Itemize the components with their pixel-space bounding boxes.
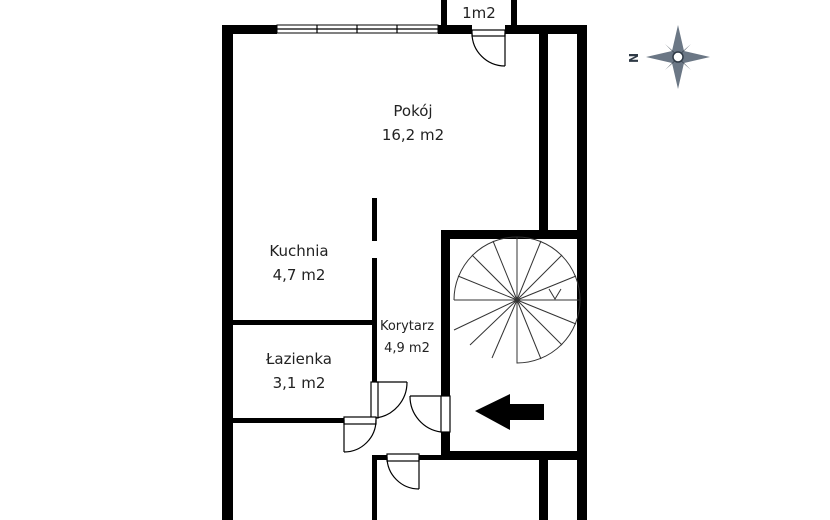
bathroom-right-wall xyxy=(372,320,377,382)
wall-north-left xyxy=(222,25,277,34)
wall-inner-east-lower xyxy=(539,460,548,520)
kitchen-partition-upper xyxy=(372,198,377,241)
door-bathroom xyxy=(370,381,408,419)
room-name-pokoj: Pokój xyxy=(393,102,432,120)
bathroom-top-wall xyxy=(222,320,377,325)
spiral-staircase xyxy=(453,236,581,364)
stairwell-walls xyxy=(441,230,587,460)
north-window xyxy=(276,24,439,34)
compass-rose-icon xyxy=(646,25,710,89)
arrow-left-icon xyxy=(475,394,544,430)
compass-north-label: N xyxy=(627,53,641,63)
exterior-walls xyxy=(222,25,587,520)
door-lower xyxy=(386,453,420,490)
wall-east-lower xyxy=(577,452,587,520)
hall-lower-wall xyxy=(372,455,377,520)
hall-bottom-wall-2 xyxy=(419,455,444,460)
wall-north-right xyxy=(438,25,472,34)
wall-west xyxy=(222,25,233,520)
hall-bottom-wall xyxy=(372,455,387,460)
wall-inner-east xyxy=(539,25,548,238)
door-stairwell xyxy=(409,395,451,433)
balcony-area: 1m2 xyxy=(462,4,496,22)
room-name-kuchnia: Kuchnia xyxy=(269,242,328,260)
room-area-pokoj: 16,2 m2 xyxy=(382,126,444,144)
interior-walls xyxy=(222,198,444,520)
wall-east-outer xyxy=(577,25,587,238)
door-balcony xyxy=(471,29,506,67)
room-name-lazienka: Łazienka xyxy=(265,350,332,368)
kitchen-partition-lower xyxy=(372,258,377,322)
door-lower-left xyxy=(343,416,377,453)
room-name-korytarz: Korytarz xyxy=(380,319,434,334)
balcony xyxy=(441,0,517,30)
bathroom-bottom-wall xyxy=(222,418,344,423)
room-area-kuchnia: 4,7 m2 xyxy=(273,266,326,284)
room-area-korytarz: 4,9 m2 xyxy=(384,341,430,356)
room-area-lazienka: 3,1 m2 xyxy=(273,374,326,392)
